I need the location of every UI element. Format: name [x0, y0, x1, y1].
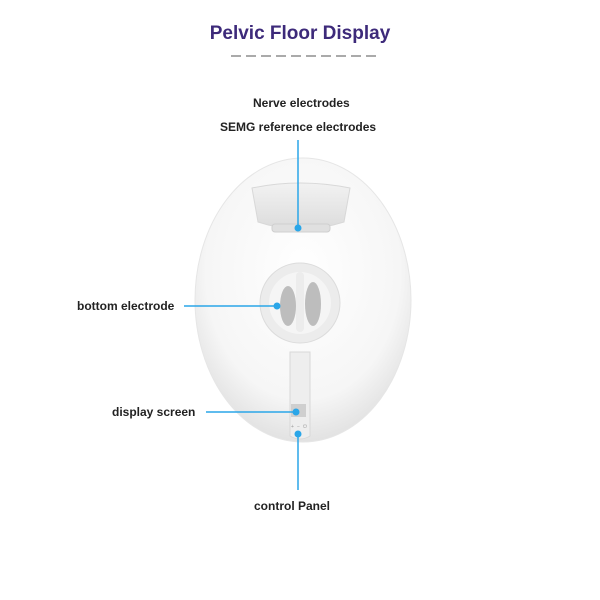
- bottom-electrode-left: [280, 286, 296, 326]
- callout-lines: [184, 140, 302, 490]
- control-panel: + − ⏻: [291, 424, 307, 430]
- page-title: Pelvic Floor Display: [209, 23, 391, 44]
- label-display-screen: display screen: [112, 405, 196, 419]
- center-bar: [296, 272, 304, 332]
- label-control-panel: control Panel: [254, 499, 331, 513]
- handle: [289, 351, 311, 440]
- plus-button[interactable]: +: [291, 424, 294, 430]
- backrest: [251, 182, 351, 230]
- power-button[interactable]: ⏻: [303, 424, 307, 430]
- label-semg-electrodes: SEMG reference electrodes: [220, 120, 377, 134]
- label-nerve-electrodes: Nerve electrodes: [253, 96, 350, 110]
- label-bottom-electrode: bottom electrode: [77, 299, 175, 313]
- minus-button[interactable]: −: [297, 424, 300, 430]
- bottom-electrode-right: [305, 282, 321, 326]
